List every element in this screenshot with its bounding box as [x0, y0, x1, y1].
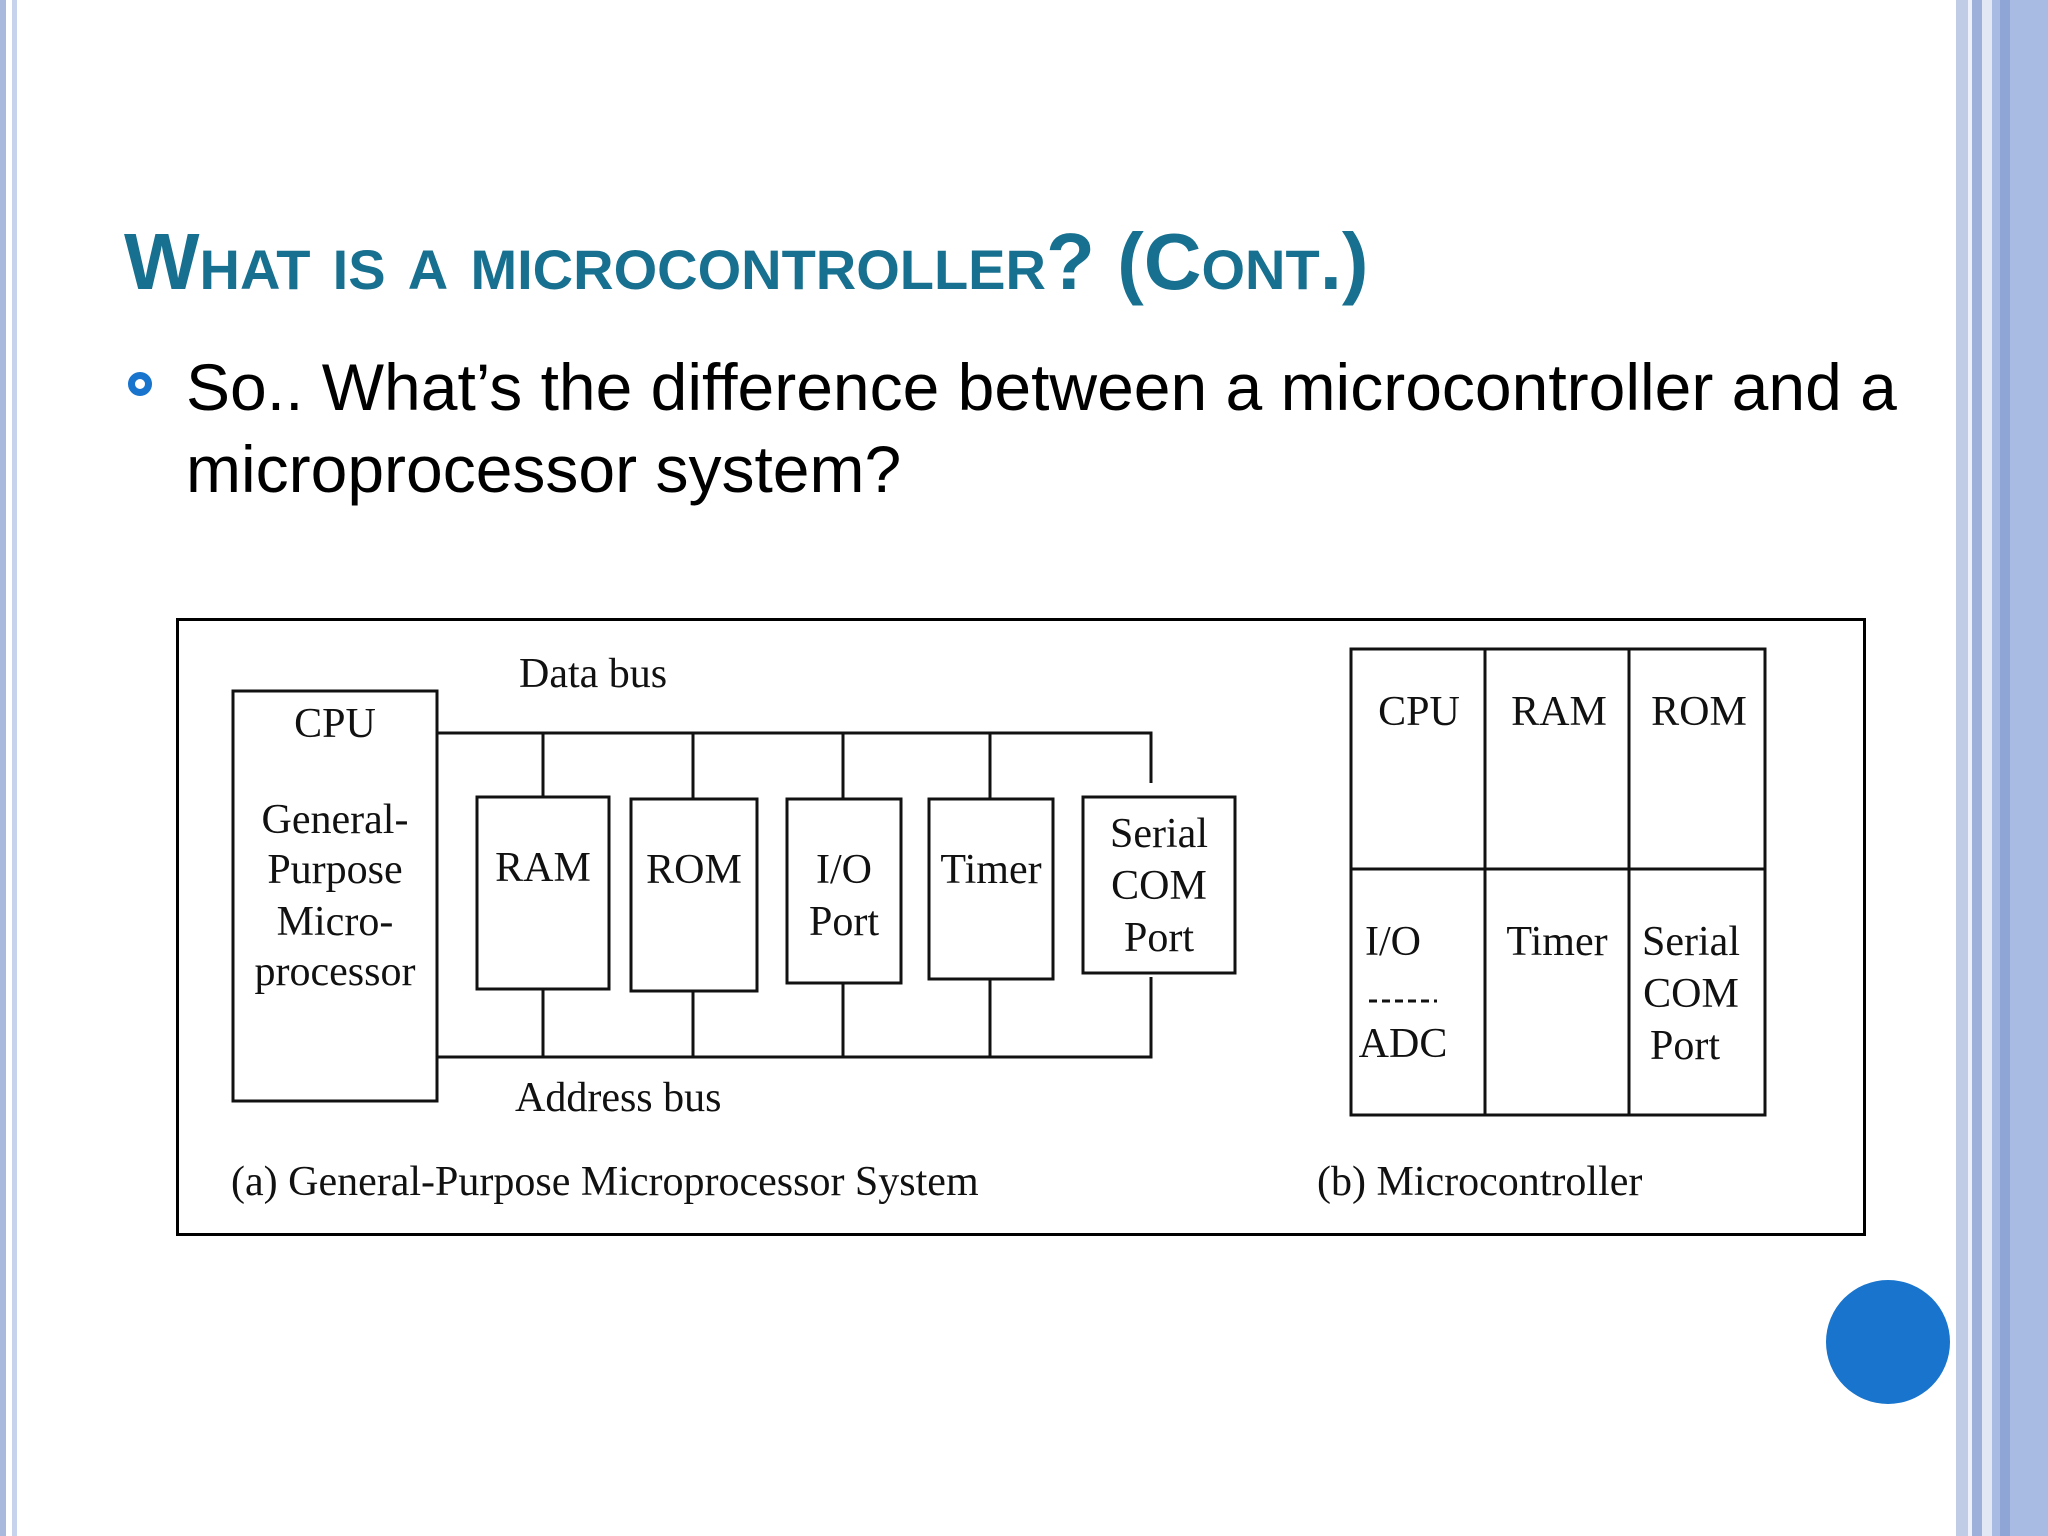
io-label-b: I/O: [1365, 919, 1421, 965]
serial-label-b: Serial: [1642, 919, 1740, 965]
timer-label-a: Timer: [940, 847, 1041, 893]
bullet-ring-icon: [128, 372, 152, 396]
comparison-figure: Data bus Address bus CPU General- Purpos…: [176, 618, 1866, 1236]
rom-box-a: [629, 797, 759, 993]
cpu-desc-line: processor: [255, 949, 416, 995]
figure-diagram: Data bus Address bus CPU General- Purpos…: [231, 647, 1767, 1205]
left-border-line-inner: [12, 0, 17, 1536]
adc-label-b: ADC: [1359, 1021, 1448, 1067]
address-bus-drops: [541, 979, 992, 1057]
microcontroller-grid: [1351, 649, 1765, 1115]
rom-label-a: ROM: [646, 847, 742, 893]
ram-box-a: [475, 795, 611, 991]
serial-label-b: Port: [1650, 1023, 1720, 1069]
ram-label-a: RAM: [495, 845, 591, 891]
left-border-line: [0, 0, 6, 1536]
serial-label-a: Serial: [1110, 811, 1208, 857]
timer-box-a: [927, 797, 1055, 981]
timer-label-b: Timer: [1506, 919, 1607, 965]
cpu-desc-line: Purpose: [267, 847, 402, 893]
cpu-label-b: CPU: [1378, 689, 1460, 735]
address-bus-label: Address bus: [515, 1075, 722, 1121]
data-bus-label: Data bus: [519, 651, 667, 697]
cpu-desc-line: General-: [262, 797, 409, 843]
caption-b: (b) Microcontroller: [1317, 1159, 1642, 1205]
cpu-box-a: [231, 689, 439, 1103]
microcontroller-box: [1349, 647, 1767, 1117]
serial-label-b: COM: [1643, 971, 1739, 1017]
data-bus-drops: [541, 733, 992, 799]
slide-title: What is a microcontroller? (Cont.): [124, 217, 1369, 306]
cpu-label-a: CPU: [294, 701, 376, 747]
serial-label-a: COM: [1111, 863, 1207, 909]
serial-label-a: Port: [1124, 915, 1194, 961]
ram-label-b: RAM: [1511, 689, 1607, 735]
address-bus-line: [437, 977, 1153, 1059]
cpu-desc-line: Micro-: [277, 899, 394, 945]
io-box-a: [785, 797, 903, 985]
rom-label-b: ROM: [1651, 689, 1747, 735]
serial-box-a: [1081, 795, 1237, 975]
slide-nav-circle[interactable]: [1826, 1280, 1950, 1404]
right-decorative-border: [1956, 0, 2048, 1536]
io-label-a: Port: [809, 899, 879, 945]
caption-a: (a) General-Purpose Microprocessor Syste…: [231, 1159, 979, 1205]
bullet-text: So.. What’s the difference between a mic…: [186, 350, 1897, 506]
io-label-a: I/O: [816, 847, 872, 893]
data-bus-line: [437, 731, 1153, 783]
